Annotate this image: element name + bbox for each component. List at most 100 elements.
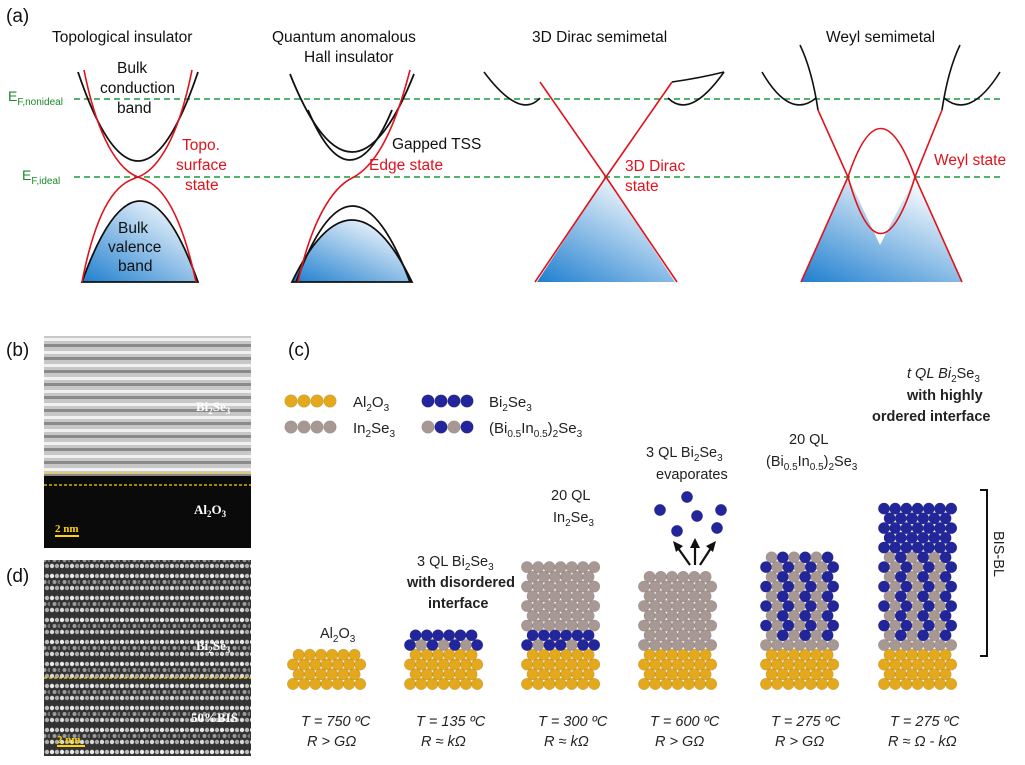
stem-image-d (44, 560, 251, 756)
title-qah-line1: Quantum anomalous (272, 29, 416, 46)
atom (945, 600, 958, 613)
atom (705, 639, 718, 652)
atom (643, 570, 656, 583)
stage3-R: R ≈ kΩ (544, 734, 589, 750)
evaporating-atom (653, 503, 666, 516)
stage6-R: R ≈ Ω - kΩ (888, 734, 957, 750)
legend-atom (297, 394, 311, 408)
evaporation-arrows (673, 538, 716, 566)
atom (945, 561, 958, 574)
panel-c-label: (c) (288, 340, 310, 361)
ti-conduction-label-2: conduction (100, 80, 175, 97)
atom (939, 609, 952, 622)
scale-label-b: 2 nm (55, 523, 79, 535)
atom (576, 561, 589, 574)
panel-b-top-label: Bi2Se3 (196, 399, 231, 416)
atom (705, 677, 718, 690)
atom (922, 502, 935, 515)
atom (471, 639, 484, 652)
atom (582, 570, 595, 583)
ti-surface-state-2 (83, 69, 197, 283)
ti-conduction-label-1: Bulk (117, 60, 147, 77)
atom (409, 629, 422, 642)
atom (292, 648, 305, 661)
atom (582, 590, 595, 603)
atom (588, 639, 601, 652)
atom (471, 677, 484, 690)
atom (543, 561, 556, 574)
stage5-T: T = 275 ºC (771, 714, 841, 730)
stage1-T: T = 750 ºC (301, 714, 371, 730)
layer-stack-2 (403, 629, 484, 690)
atom (900, 502, 913, 515)
stage4-line2: evaporates (656, 467, 728, 483)
evaporating-atom (670, 524, 683, 537)
atom (821, 648, 834, 661)
atom (420, 629, 433, 642)
ti-valence-band (80, 200, 200, 283)
legend-atom (460, 394, 474, 408)
ti-surface-label-3: state (185, 177, 219, 194)
stage2-bold-2: interface (428, 596, 488, 612)
ti-band-diagram: Bulk conduction band Topo. surface state… (77, 60, 227, 283)
stage4-T: T = 600 ºC (650, 714, 720, 730)
atom (821, 551, 834, 564)
stage4-R: R > GΩ (655, 734, 704, 750)
atom (431, 629, 444, 642)
atom (471, 658, 484, 671)
atom (582, 648, 595, 661)
atom (443, 629, 456, 642)
atom (827, 658, 840, 671)
atom (705, 619, 718, 632)
panel-d-top-label: Bi2Se3 (196, 638, 231, 655)
atom (939, 629, 952, 642)
atom (348, 648, 361, 661)
atom (945, 502, 958, 515)
atom (827, 561, 840, 574)
atom (827, 600, 840, 613)
legend-al2o3-chip (284, 394, 337, 408)
weyl-loop (847, 127, 916, 235)
qah-edge-state (297, 69, 411, 283)
layer-stack-4 (637, 570, 718, 690)
dirac-state-label-1: 3D Dirac (625, 158, 686, 175)
atom (933, 502, 946, 515)
legend-atom (323, 394, 337, 408)
atom (821, 570, 834, 583)
evaporating-atoms (653, 490, 727, 537)
stage6-T: T = 275 ºC (890, 714, 960, 730)
atom (877, 502, 890, 515)
legend-al2o3-label: Al2O3 (353, 394, 390, 414)
atom (565, 561, 578, 574)
atom (454, 629, 467, 642)
ti-valence-label-1: Bulk (118, 220, 148, 237)
legend-atom (284, 420, 298, 434)
ti-surface-label-1: Topo. (182, 137, 220, 154)
atom (945, 619, 958, 632)
atom (821, 668, 834, 681)
stage4-label: 3 QL Bi2Se3 (646, 445, 723, 464)
weyl-bulk-right (943, 71, 1001, 106)
ti-conduction-band (77, 71, 199, 162)
atom (939, 668, 952, 681)
atom (939, 570, 952, 583)
atom (945, 522, 958, 535)
layer-stacks (286, 490, 958, 690)
legend-atom (421, 420, 435, 434)
atom (354, 677, 367, 690)
layer-stack-6 (877, 502, 958, 690)
atom (465, 629, 478, 642)
stage6-bold-2: ordered interface (872, 409, 990, 425)
atom (699, 609, 712, 622)
atom (699, 648, 712, 661)
legend-bis-label: (Bi0.5In0.5)2Se3 (489, 420, 583, 440)
panel-d: (d) Bi2Se3 50%BIS 2 nm (6, 560, 251, 756)
atom (765, 551, 778, 564)
dirac-filled-cone (537, 177, 675, 282)
qah-gapped-tss (307, 109, 393, 161)
weyl-state-label: Weyl state (934, 152, 1006, 169)
stage1-label: Al2O3 (320, 626, 356, 645)
legend-atom (434, 394, 448, 408)
stage6-label: t QL Bi2Se3 (907, 366, 980, 385)
